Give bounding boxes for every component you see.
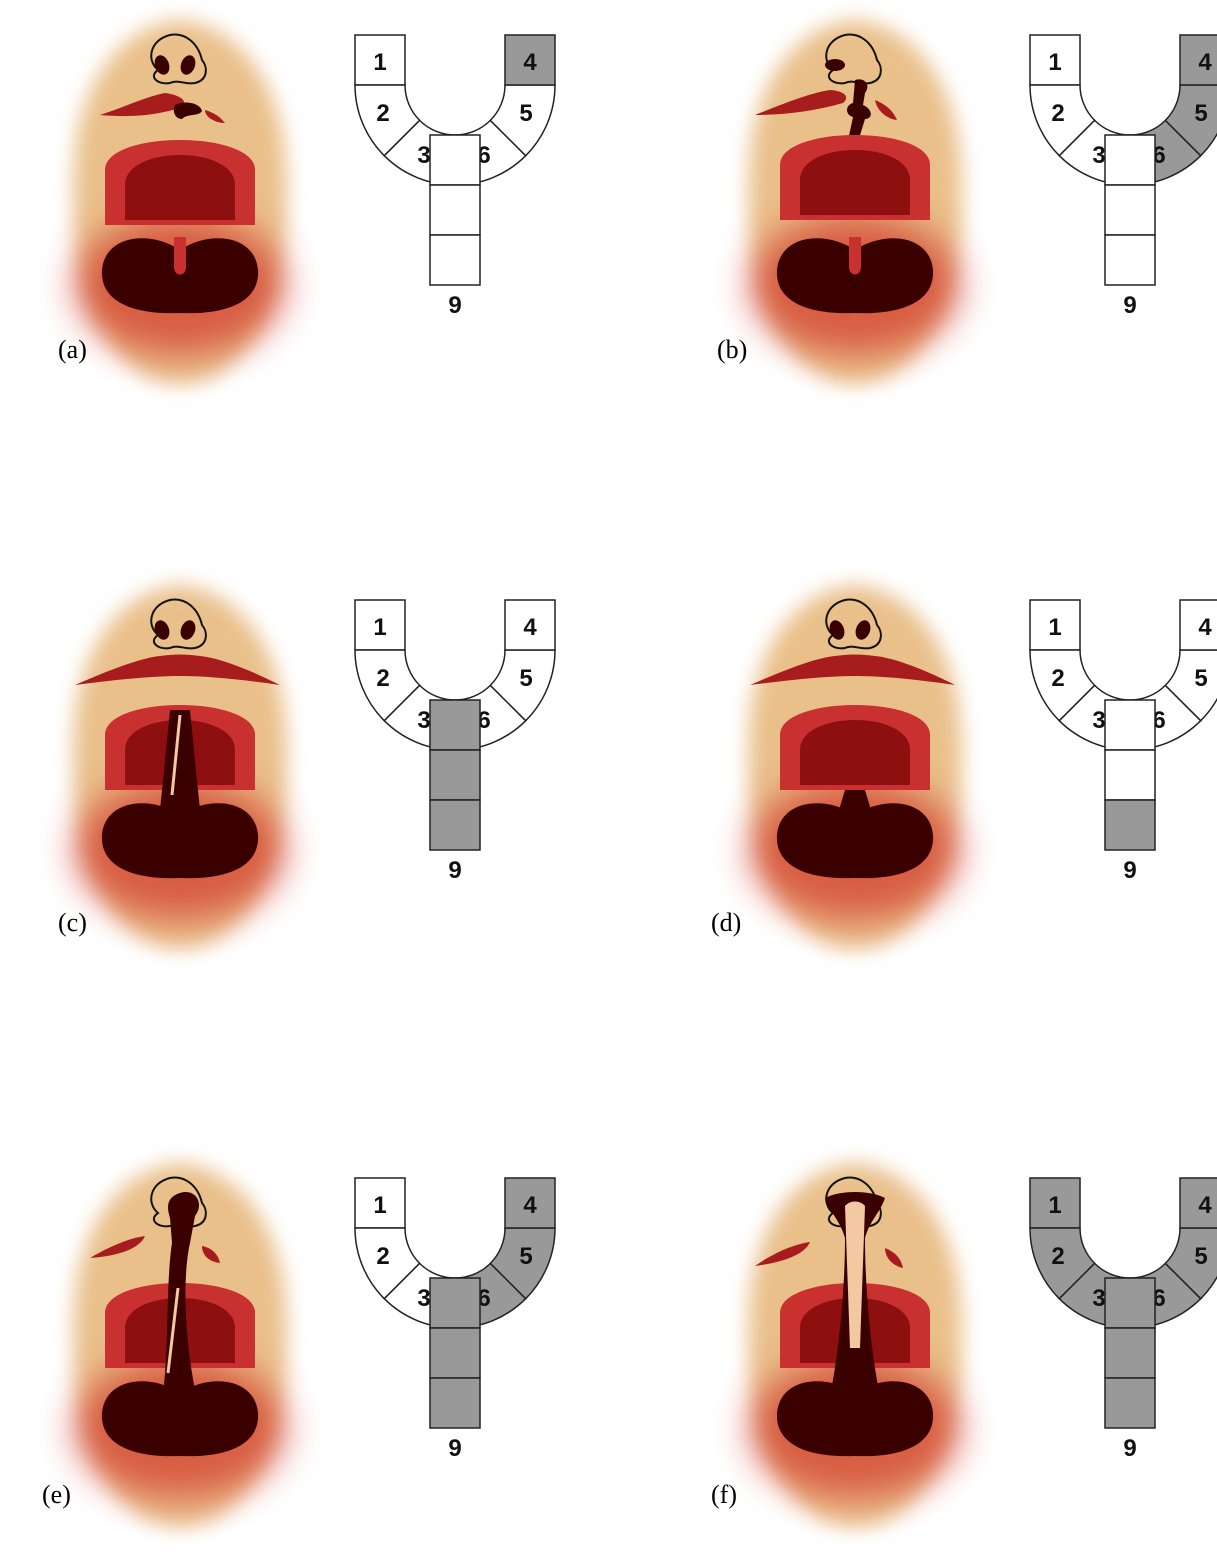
segment-label-2: 2	[376, 665, 389, 692]
nostril-left	[825, 59, 845, 71]
face-illustration-b	[705, 5, 1005, 405]
panel-c: 123654789 (c)	[30, 570, 630, 990]
segment-label-1: 1	[373, 49, 386, 76]
segment-label-9: 9	[1123, 857, 1136, 884]
caption-e: (e)	[42, 1480, 71, 1510]
y-diagram-a: 123654789	[355, 5, 575, 315]
segment-label-9: 9	[448, 292, 461, 319]
palate-inner	[800, 720, 910, 785]
segment-label-4: 4	[1198, 614, 1212, 641]
uvula	[174, 237, 186, 275]
segment-9	[1105, 235, 1155, 285]
uvula	[849, 237, 861, 275]
segment-label-3: 3	[1092, 142, 1105, 169]
segment-8	[430, 185, 480, 235]
y-diagram-c: 123654789	[355, 570, 575, 880]
segment-8	[430, 1328, 480, 1378]
caption-a: (a)	[58, 335, 87, 365]
segment-label-5: 5	[519, 665, 532, 692]
segment-9	[1105, 800, 1155, 850]
y-diagram-b: 123654789	[1030, 5, 1217, 315]
segment-label-5: 5	[519, 100, 532, 127]
segment-8	[1105, 185, 1155, 235]
segment-label-4: 4	[1198, 1192, 1212, 1219]
caption-d: (d)	[711, 908, 741, 938]
segment-label-5: 5	[1194, 665, 1207, 692]
segment-7	[1105, 1278, 1155, 1328]
caption-f: (f)	[711, 1480, 737, 1510]
figure: { "colors": { "shaded": "#999999", "unsh…	[0, 0, 1217, 1517]
segment-label-4: 4	[523, 1192, 537, 1219]
segment-7	[1105, 135, 1155, 185]
segment-label-1: 1	[373, 1192, 386, 1219]
segment-label-4: 4	[1198, 49, 1212, 76]
segment-label-4: 4	[523, 49, 537, 76]
segment-7	[1105, 700, 1155, 750]
caption-b: (b)	[717, 335, 747, 365]
segment-label-2: 2	[1051, 1243, 1064, 1270]
segment-label-2: 2	[376, 1243, 389, 1270]
panel-e: 123654789 (e)	[30, 1148, 630, 1568]
segment-9	[1105, 1378, 1155, 1428]
segment-label-9: 9	[1123, 292, 1136, 319]
segment-7	[430, 700, 480, 750]
segment-label-9: 9	[448, 1435, 461, 1462]
segment-label-3: 3	[1092, 707, 1105, 734]
segment-label-5: 5	[519, 1243, 532, 1270]
face-illustration-e	[30, 1148, 330, 1548]
panel-a: 123654789 (a)	[30, 5, 630, 425]
segment-label-1: 1	[1048, 614, 1061, 641]
panel-f: 123654789 (f)	[705, 1148, 1217, 1568]
segment-label-3: 3	[417, 1285, 430, 1312]
palate-inner	[125, 155, 235, 220]
segment-label-9: 9	[448, 857, 461, 884]
segment-9	[430, 1378, 480, 1428]
segment-7	[430, 1278, 480, 1328]
segment-label-3: 3	[1092, 1285, 1105, 1312]
y-diagram-d: 123654789	[1030, 570, 1217, 880]
segment-label-2: 2	[1051, 665, 1064, 692]
panel-d: 123654789 (d)	[705, 570, 1217, 990]
segment-8	[1105, 750, 1155, 800]
segment-label-3: 3	[417, 142, 430, 169]
segment-label-5: 5	[1194, 1243, 1207, 1270]
segment-label-2: 2	[376, 100, 389, 127]
palate-inner	[800, 150, 910, 215]
segment-label-1: 1	[1048, 1192, 1061, 1219]
segment-8	[430, 750, 480, 800]
segment-9	[430, 800, 480, 850]
segment-label-3: 3	[417, 707, 430, 734]
face-illustration-d	[705, 570, 1005, 970]
segment-9	[430, 235, 480, 285]
segment-8	[1105, 1328, 1155, 1378]
panel-b: 123654789 (b)	[705, 5, 1217, 425]
segment-7	[430, 135, 480, 185]
y-diagram-f: 123654789	[1030, 1148, 1217, 1458]
segment-label-5: 5	[1194, 100, 1207, 127]
segment-label-4: 4	[523, 614, 537, 641]
y-diagram-e: 123654789	[355, 1148, 575, 1458]
segment-label-1: 1	[1048, 49, 1061, 76]
segment-label-2: 2	[1051, 100, 1064, 127]
segment-label-1: 1	[373, 614, 386, 641]
face-illustration-f	[705, 1148, 1005, 1548]
caption-c: (c)	[58, 908, 87, 938]
segment-label-9: 9	[1123, 1435, 1136, 1462]
